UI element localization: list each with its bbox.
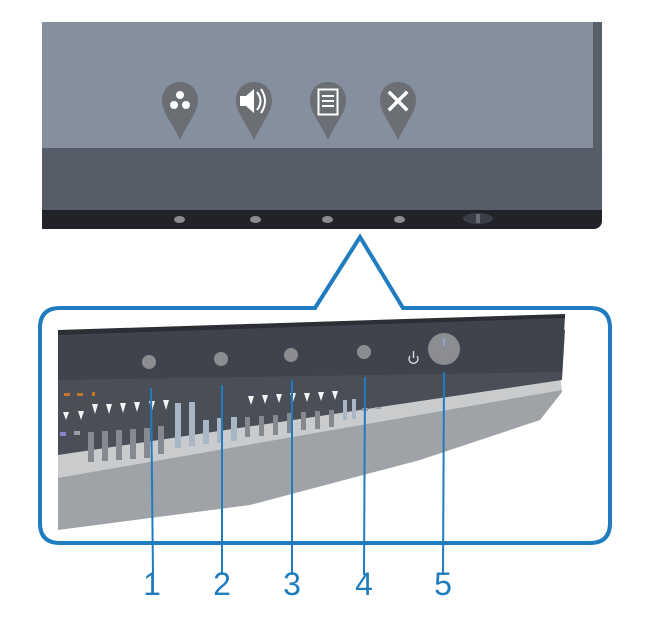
volume-icon[interactable] — [234, 80, 274, 142]
callout-2: 2 — [213, 566, 231, 602]
monitor-bezel — [42, 148, 602, 211]
hardware-button-4[interactable] — [394, 216, 405, 223]
power-symbol-icon — [408, 351, 419, 364]
monitor-side-edge — [593, 22, 602, 212]
menu-icon[interactable] — [308, 80, 348, 142]
monitor-closeup — [58, 314, 565, 530]
hardware-button-2[interactable] — [250, 216, 261, 223]
button-1[interactable] — [142, 355, 156, 369]
ports-left — [88, 426, 164, 462]
button-3[interactable] — [284, 348, 298, 362]
callout-5: 5 — [434, 566, 452, 602]
button-4[interactable] — [357, 345, 371, 359]
preset-modes-icon[interactable] — [160, 80, 200, 142]
hardware-button-1[interactable] — [174, 216, 185, 223]
close-icon[interactable] — [378, 80, 418, 142]
port-markers-left — [63, 400, 169, 420]
button-2[interactable] — [214, 352, 228, 366]
monitor-front-view — [0, 0, 658, 240]
callout-1: 1 — [143, 566, 161, 602]
ports-mid — [175, 402, 237, 448]
power-joystick[interactable] — [463, 213, 493, 224]
power-button[interactable] — [428, 333, 460, 365]
callout-3: 3 — [283, 566, 301, 602]
hardware-button-3[interactable] — [322, 216, 333, 223]
callout-outline — [38, 233, 612, 545]
callout-4: 4 — [355, 566, 373, 602]
leader-lines — [150, 371, 445, 576]
